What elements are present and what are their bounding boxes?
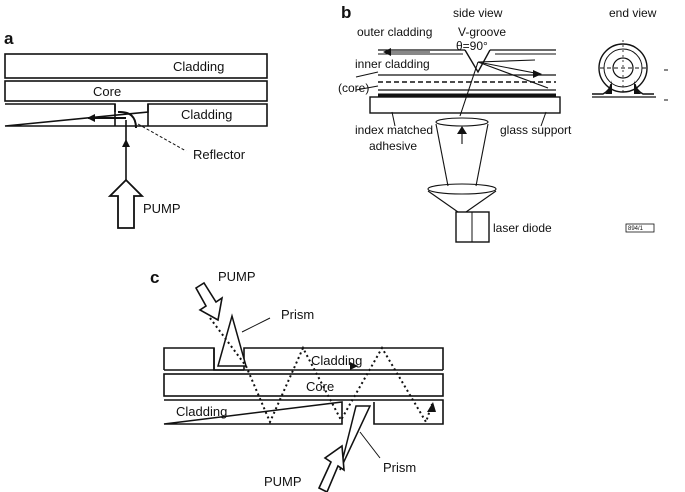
panel-b-end-view-adhesive-left <box>605 80 612 94</box>
panel-b-inner-cladding-label: inner cladding <box>355 57 430 71</box>
panel-c: c PUMP Prism Cladding Core Cladding Pris… <box>150 268 444 492</box>
panel-b-side-view-label: side view <box>453 6 503 20</box>
panel-b-end-view-fiber <box>592 40 668 101</box>
panel-a-reflector-label: Reflector <box>193 147 246 162</box>
panel-c-core-label: Core <box>306 379 334 394</box>
panel-b-beam-arrowhead <box>457 126 467 134</box>
panel-a-reflector-curve <box>117 110 137 129</box>
panel-a-pump-arrow-icon <box>107 178 145 229</box>
panel-b-outer-cladding-label: outer cladding <box>357 25 432 39</box>
panel-b-adhesive-label: adhesive <box>369 139 417 153</box>
panel-c-ray-arrowhead <box>427 402 436 412</box>
panel-b-figure-code-box <box>625 223 655 233</box>
panel-c-prism-top <box>217 313 247 367</box>
panel-b-glass-support-label: glass support <box>500 123 572 137</box>
panel-a-cladding-top-layer <box>4 53 268 79</box>
panel-c-core-layer <box>163 373 444 397</box>
panel-c-light-ray <box>209 317 433 425</box>
panel-c-pump-top-label: PUMP <box>218 269 256 284</box>
panel-c-prism-bottom <box>339 405 372 471</box>
panel-b-end-view-label: end view <box>609 6 657 20</box>
panel-a-reflector-leader <box>137 123 187 152</box>
panel-b-ray-paths <box>459 59 549 117</box>
panel-c-cladding-top-layer <box>163 347 444 370</box>
panel-b-end-view-adhesive-right <box>634 80 641 94</box>
panel-b-side-view-fiber <box>355 49 561 127</box>
panel-b-core-label: (core) <box>338 81 369 95</box>
panel-a-core-label: Core <box>93 84 121 99</box>
panel-a-pump-label: PUMP <box>143 201 181 216</box>
panel-c-letter: c <box>150 268 159 287</box>
panel-c-cladding-top-label: Cladding <box>311 353 362 368</box>
panel-b: b side view end view outer cladding V-gr… <box>338 3 668 243</box>
panel-b-laser-diode-label: laser diode <box>493 221 552 235</box>
panel-c-pump-top-arrow-icon <box>194 281 224 322</box>
panel-c-prism-bottom-leader <box>359 431 381 459</box>
panel-a-letter: a <box>4 29 14 48</box>
panel-a-cladding-top-label: Cladding <box>173 59 224 74</box>
panel-b-ray-arrowhead <box>533 70 542 78</box>
panel-c-ray-arrowhead-top <box>350 362 358 370</box>
panel-b-lens-system <box>427 117 497 213</box>
panel-a-core-layer <box>4 80 268 102</box>
panel-b-index-matched-label: index matched <box>355 123 433 137</box>
panel-b-v-groove-label: V-groove <box>458 25 506 39</box>
panel-c-prism-top-leader <box>241 317 271 333</box>
panel-a-cladding-bottom-label: Cladding <box>181 107 232 122</box>
panel-c-pump-bottom-arrow-icon <box>317 444 345 492</box>
panel-c-pump-bottom-label: PUMP <box>264 474 302 489</box>
panel-b-figure-code: 894/1 <box>628 226 644 232</box>
panel-b-theta-label: θ=90° <box>456 39 488 53</box>
panel-b-letter: b <box>341 3 351 22</box>
panel-c-prism-bottom-label: Prism <box>383 460 416 475</box>
panel-a-notch <box>114 104 149 126</box>
panel-c-prism-top-label: Prism <box>281 307 314 322</box>
panel-c-cladding-bottom-label: Cladding <box>176 404 227 419</box>
panel-a: a Cladding Core Cladding Reflector PUMP <box>4 29 268 229</box>
panel-c-cladding-bottom-layer <box>163 399 444 425</box>
